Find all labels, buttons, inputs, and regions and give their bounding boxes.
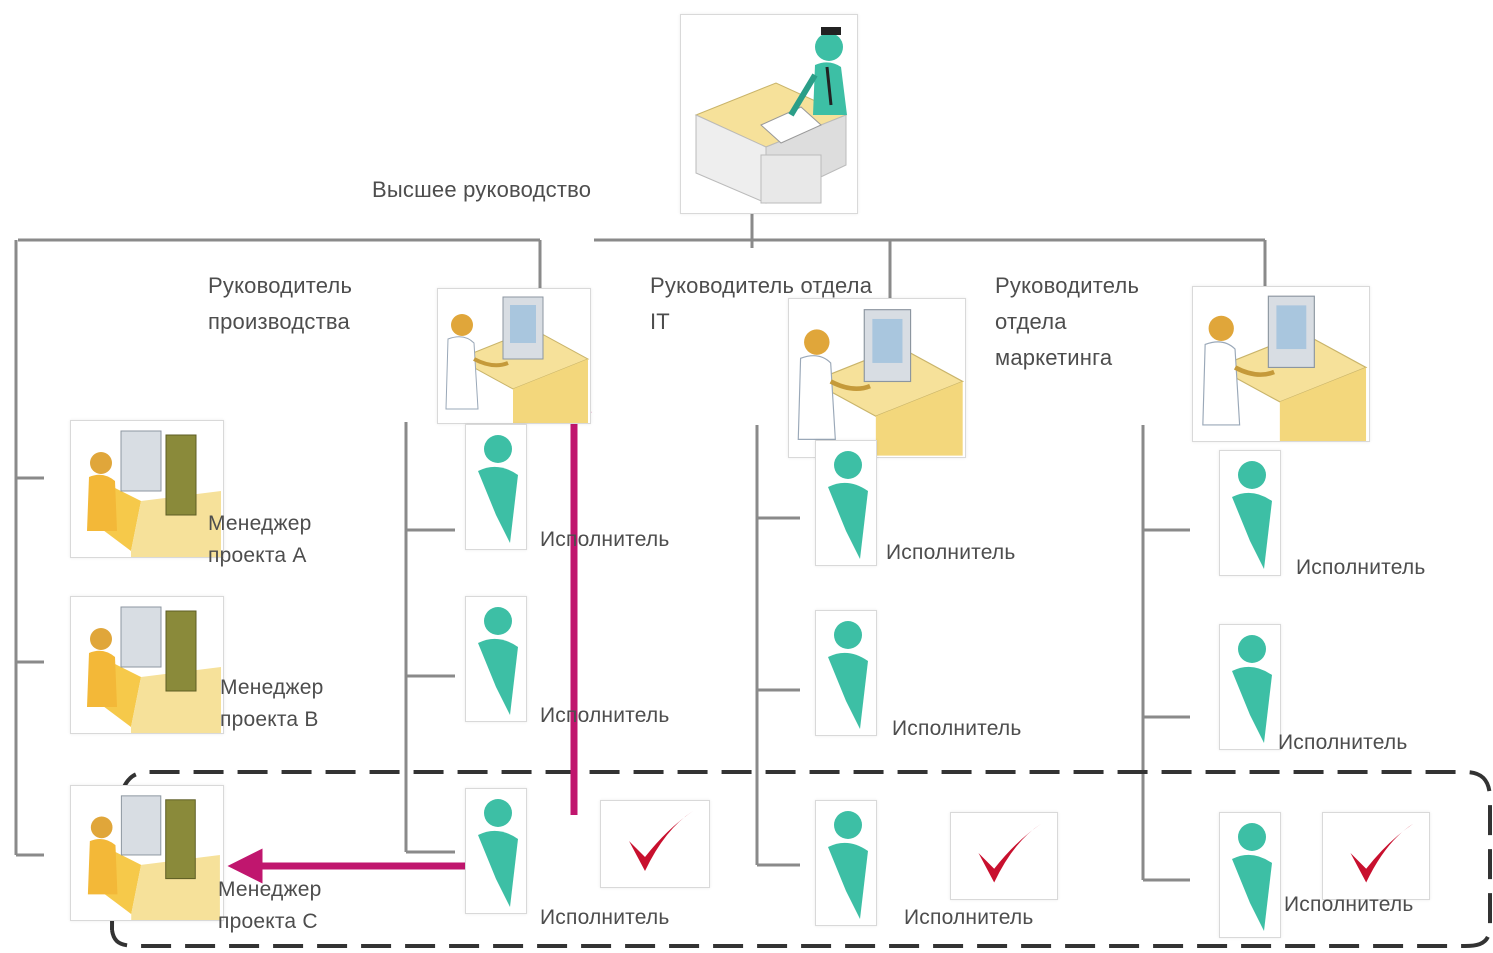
checkmark-box: [1322, 812, 1430, 900]
performer-label: Исполнитель: [540, 906, 670, 929]
it-head-box: [788, 298, 966, 458]
manager-at-computer-icon: [87, 606, 221, 733]
performer-label: Исполнитель: [540, 704, 670, 727]
production-head-label: Руководитель производства: [208, 273, 353, 334]
manager-a-box: [70, 420, 224, 558]
executive-box: [680, 14, 858, 214]
manager-b-box: [70, 596, 224, 734]
performer-box: [815, 610, 877, 736]
performer-box: [1219, 624, 1281, 750]
checkmark-icon: [629, 811, 693, 871]
performer-label: Исполнитель: [540, 528, 670, 551]
manager-at-computer-icon: [87, 795, 220, 920]
person-icon: [828, 451, 868, 559]
performer-label: Исполнитель: [1278, 731, 1408, 754]
person-icon: [828, 621, 868, 729]
performer-box: [465, 788, 527, 914]
manager-c-label: Менеджер проекта C: [218, 878, 322, 933]
top-management-label: Высшее руководство: [372, 177, 592, 202]
executive-at-desk-icon: [694, 27, 848, 204]
marketing-head-box: [1192, 286, 1370, 442]
performer-box: [815, 440, 877, 566]
person-icon: [828, 811, 868, 919]
performer-box: [1219, 450, 1281, 576]
production-head-box: [437, 288, 591, 424]
performer-box: [1219, 812, 1281, 938]
worker-at-computer-icon: [445, 296, 590, 423]
performer-box: [465, 596, 527, 722]
person-icon: [478, 799, 518, 907]
manager-b-label: Менеджер проекта B: [220, 676, 324, 731]
checkmark-box: [600, 800, 710, 888]
checkmark-icon: [978, 823, 1042, 883]
performer-box: [815, 800, 877, 926]
performer-label: Исполнитель: [886, 541, 1016, 564]
performer-label: Исполнитель: [892, 717, 1022, 740]
manager-at-computer-icon: [87, 430, 221, 557]
marketing-head-label: Руководитель отдела маркетинга: [995, 273, 1140, 370]
person-icon: [478, 607, 518, 715]
worker-at-computer-icon: [797, 309, 965, 456]
worker-at-computer-icon: [1202, 295, 1368, 441]
manager-c-box: [70, 785, 224, 921]
performer-box: [465, 424, 527, 550]
person-icon: [478, 435, 518, 543]
person-icon: [1232, 823, 1272, 931]
performer-label: Исполнитель: [1296, 556, 1426, 579]
performer-label: Исполнитель: [1284, 893, 1414, 916]
checkmark-icon: [1350, 823, 1414, 883]
person-icon: [1232, 635, 1272, 743]
manager-a-label: Менеджер проекта A: [208, 512, 312, 567]
it-head-label: Руководитель отдела IT: [650, 273, 873, 334]
person-icon: [1232, 461, 1272, 569]
checkmark-box: [950, 812, 1058, 900]
performer-label: Исполнитель: [904, 906, 1034, 929]
